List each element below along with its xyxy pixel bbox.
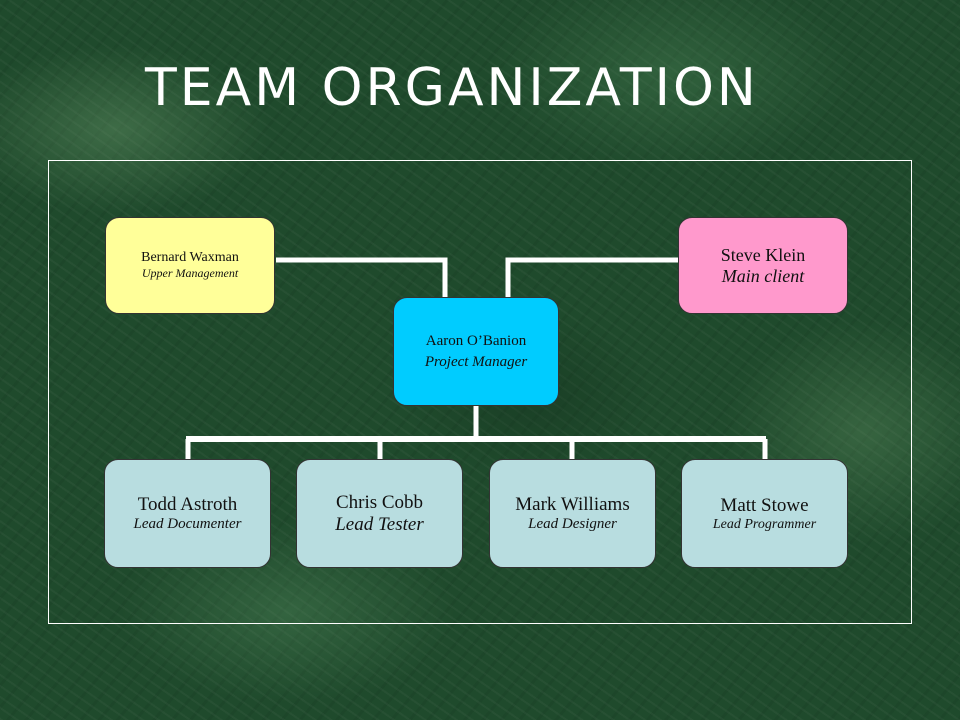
node-lead-tester: Chris Cobb Lead Tester [296, 459, 463, 568]
node-name: Mark Williams [515, 494, 630, 515]
node-role: Lead Documenter [133, 516, 242, 532]
node-name: Todd Astroth [137, 494, 238, 515]
node-role: Lead Designer [528, 516, 617, 532]
node-lead-programmer: Matt Stowe Lead Programmer [681, 459, 848, 568]
node-project-manager: Aaron O’Banion Project Manager [393, 297, 559, 406]
node-role: Upper Management [141, 266, 239, 280]
node-name: Chris Cobb [335, 491, 424, 513]
node-name: Bernard Waxman [141, 250, 239, 265]
slide-title: Team Organization [145, 58, 759, 118]
chart-frame [48, 160, 912, 624]
node-role: Lead Programmer [712, 516, 817, 532]
node-name: Steve Klein [720, 244, 806, 265]
connector-upper-to-manager [276, 257, 448, 298]
node-upper-management: Bernard Waxman Upper Management [105, 217, 275, 314]
node-name: Matt Stowe [720, 494, 809, 516]
node-main-client: Steve Klein Main client [678, 217, 848, 314]
node-name: Aaron O’Banion [425, 332, 527, 349]
node-role: Lead Tester [335, 513, 424, 535]
node-role: Project Manager [424, 353, 528, 370]
connector-client-to-manager [505, 257, 679, 298]
node-lead-documenter: Todd Astroth Lead Documenter [104, 459, 271, 568]
node-role: Main client [721, 265, 805, 286]
node-lead-designer: Mark Williams Lead Designer [489, 459, 656, 568]
